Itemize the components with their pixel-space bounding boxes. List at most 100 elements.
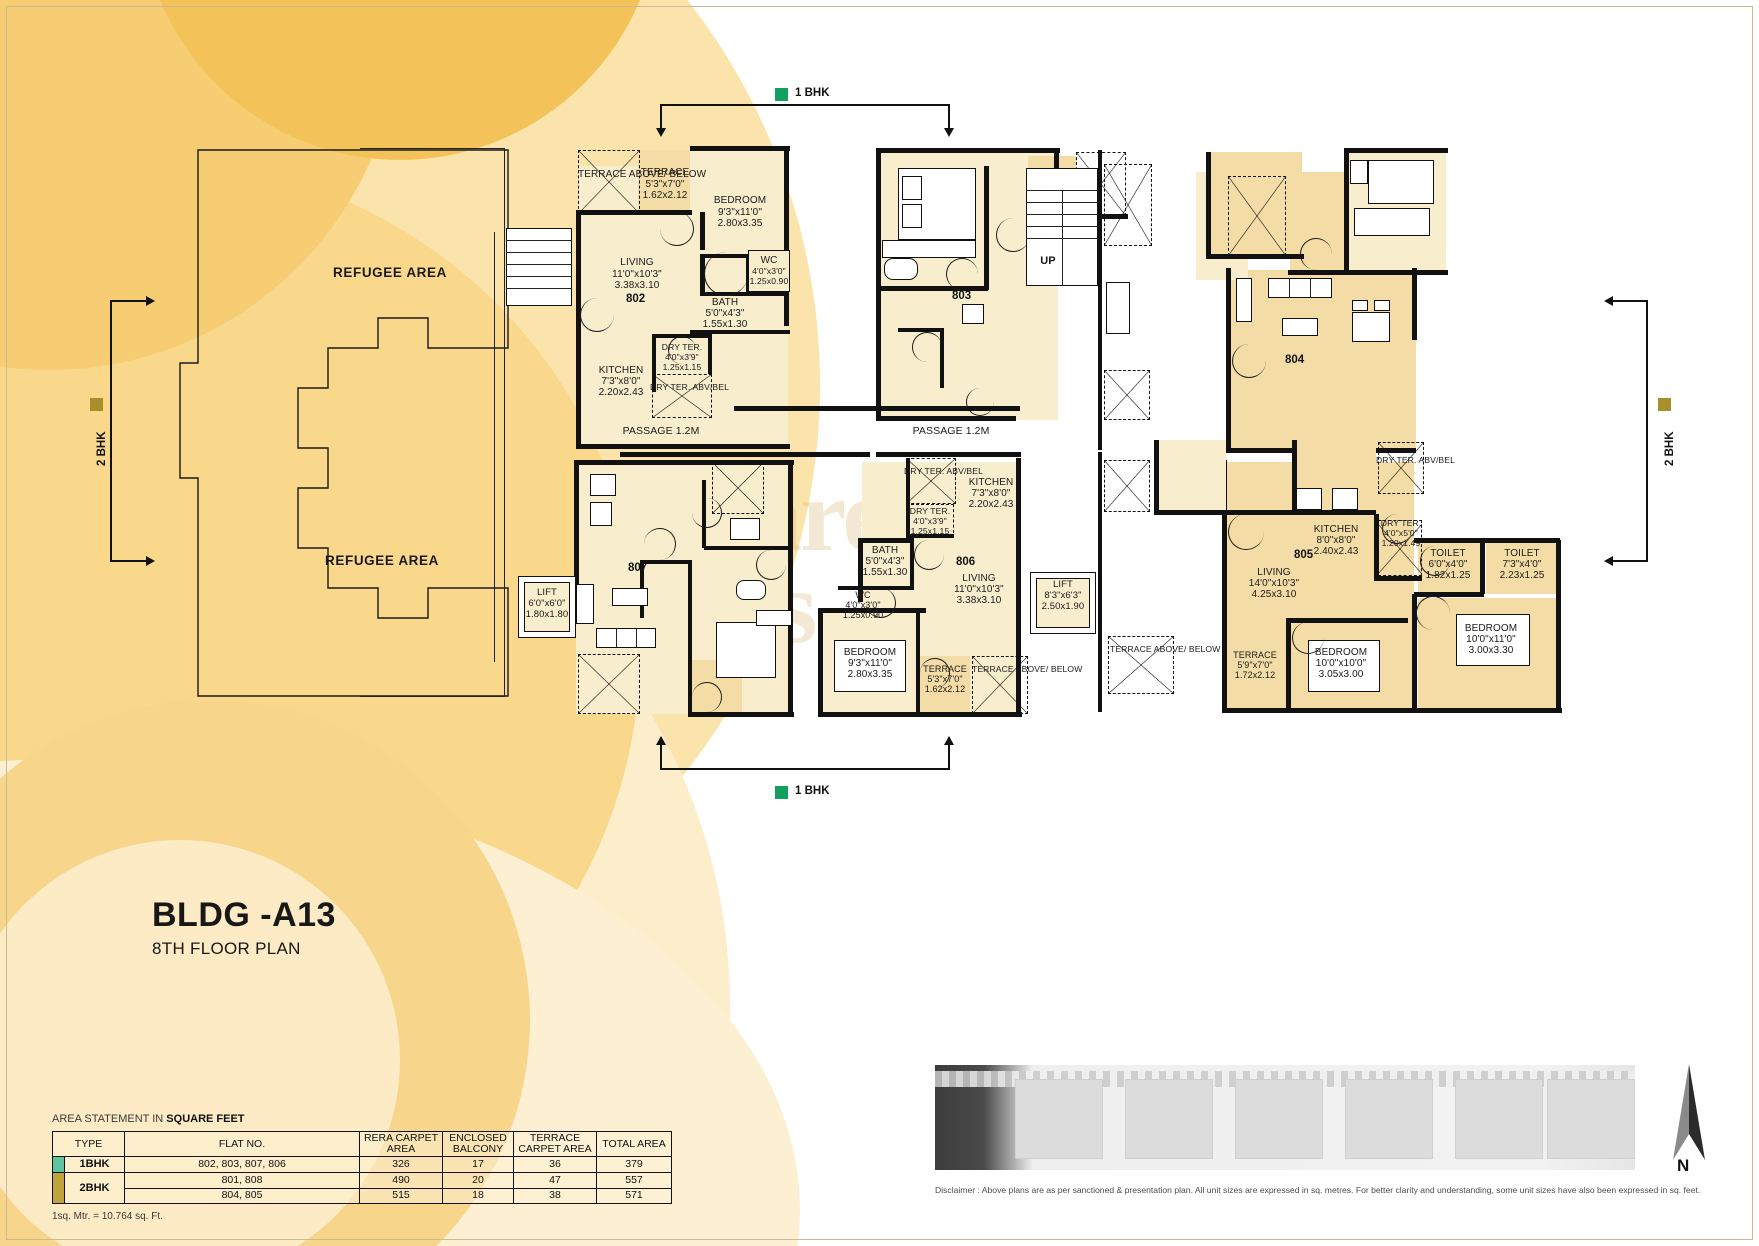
row-balcony-1bhk: 17 (442, 1156, 514, 1173)
unit-804-kitchen-wall-bottom (1154, 510, 1228, 515)
unit-802-terrace-above-below-hatch (578, 150, 640, 214)
unit-806-wall-bath-h (858, 538, 914, 543)
unit-805-door-1 (1228, 514, 1264, 550)
left-stair-tread-4 (506, 276, 572, 277)
table-header-row: TYPE FLAT NO. RERA CARPET AREA ENCLOSED … (52, 1131, 672, 1157)
unit-805-dryter-name: DRY TER. (1380, 518, 1422, 528)
unit-804-wall-lb-right (1206, 152, 1211, 256)
lift-2-dimft: 8'3"x6'3" (1044, 590, 1082, 601)
unit-803-wardrobe (882, 240, 976, 258)
unit-805-terrace (1224, 638, 1288, 712)
col-total-area: TOTAL AREA (596, 1131, 672, 1157)
unit-802-door-terrace (660, 212, 694, 246)
passage-wall-bot-left (620, 452, 870, 457)
unit-804-number: 804 (1285, 354, 1305, 366)
unit-804-sofa-div-1 (1289, 278, 1290, 298)
row-flats-1bhk: 802, 803, 807, 806 (124, 1156, 360, 1173)
unit-805-toilet2-name: TOILET (1504, 548, 1540, 559)
unit-802-room-dryter-name: DRY TER. (661, 342, 703, 352)
unit-805-bed-fixture-2 (1308, 640, 1380, 692)
unit-803-wall-mid-v (984, 166, 989, 290)
col-type: TYPE (52, 1131, 125, 1157)
lift-2-dimm: 2.50x1.90 (1041, 601, 1085, 612)
unit-805-kitchen-name: KITCHEN (1313, 524, 1359, 535)
unit-807-door-4 (692, 682, 722, 712)
unit-802-bedroom-area (690, 148, 788, 328)
unit-806-door-2 (866, 588, 896, 618)
unit-805-terrace-abvbel-hatch (1108, 636, 1174, 694)
left-stair-tread-5 (506, 288, 572, 289)
tag-arrowhead-left-bottom (146, 556, 155, 566)
unit-807-wall-right (788, 460, 793, 716)
row-terrace-2bhk-b: 38 (513, 1187, 597, 1204)
unit-804-side-table (1350, 160, 1368, 184)
area-statement-heading: AREA STATEMENT IN SQUARE FEET (52, 1113, 672, 1125)
table-row: 804, 805 515 18 38 571 (53, 1187, 672, 1204)
unit-805-door-4 (1416, 596, 1450, 630)
unit-802-wall-interior-2 (700, 254, 705, 296)
site-plan-strip (935, 1065, 1635, 1170)
tag-arrowhead-bottom-left (656, 736, 666, 745)
tag-bracket-right (1646, 300, 1648, 562)
row-rera-2bhk-b: 515 (359, 1187, 443, 1204)
unit-802-terrace-fill (638, 150, 690, 214)
unit-802-wall-left (576, 212, 581, 448)
col-flat-no: FLAT NO. (124, 1131, 360, 1157)
legend-label-bottom-1bhk: 1 BHK (795, 785, 830, 797)
unit-804-wall-right (1412, 268, 1417, 340)
unit-807-wall-top (574, 460, 794, 465)
unit-802-room-dryter-dimft: 4'0"x3'9" (665, 352, 699, 362)
unit-805-bedroom1-name: BEDROOM (1464, 623, 1518, 634)
unit-806-living-name: LIVING (962, 573, 996, 584)
tag-arrow-right-top (1608, 300, 1648, 302)
unit-802-room-kitchen-name: KITCHEN (598, 365, 644, 376)
unit-804-hatch-mid (1228, 176, 1286, 256)
unit-805-bedroom1-dimm: 3.00x3.30 (1468, 645, 1514, 656)
unit-806-wc-dimft: 4'0"x3'0" (845, 600, 881, 610)
tag-arrowhead-right-top (1604, 296, 1613, 306)
unit-807-number: 807 (628, 562, 648, 574)
unit-805-living-dimft: 14'0"x10'3" (1248, 578, 1300, 589)
tag-arrow-bottom-left (660, 742, 662, 770)
unit-802-room-terrace-abv-bel: TERRACE ABOVE/ BELOW (578, 169, 706, 180)
col-enclosed-balcony: ENCLOSED BALCONY (442, 1131, 514, 1157)
unit-803-wall-bottom (876, 416, 1016, 421)
unit-802-wall-interior-6 (690, 330, 790, 334)
row-flats-2bhk-b: 804, 805 (124, 1187, 360, 1204)
unit-806-bath-dimft: 5'0"x4'3" (865, 556, 905, 567)
unit-805-wall-toilet-mid (1480, 538, 1485, 594)
unit-807-wall-int-4 (704, 546, 792, 550)
unit-807-wall-int-2 (640, 560, 692, 564)
unit-805-wall-toilet-bottom (1414, 592, 1484, 597)
unit-805-toilet1-dimm: 1.82x1.25 (1425, 570, 1471, 581)
unit-804-sofa (1268, 278, 1332, 298)
unit-806-bedroom-dimft: 9'3"x11'0" (848, 658, 892, 669)
lift-1-inner (524, 582, 570, 632)
unit-807-stove (590, 474, 616, 496)
tag-bracket-left (110, 300, 112, 562)
tag-arrowhead-left-top (146, 296, 155, 306)
refugee-area-outline (178, 148, 523, 698)
row-total-1bhk: 379 (596, 1156, 672, 1173)
unit-805-toilet-2 (1486, 542, 1558, 594)
unit-806-dryter-abvbel-name: DRY TER. ABV/BEL (904, 466, 983, 476)
left-stair-tread-1 (506, 240, 572, 241)
unit-803-wall-mid-h (878, 286, 988, 291)
unit-805-wall-toilet-top (1414, 538, 1560, 543)
unit-803-door-3 (912, 332, 942, 362)
unit-802-room-bath-name: BATH (711, 297, 739, 308)
unit-803-pillow-1 (902, 176, 922, 200)
site-block (1125, 1079, 1213, 1159)
unit-803-door-2 (946, 258, 978, 290)
unit-805-door-5 (1292, 622, 1324, 654)
unit-802-dryter-abv-bel-hatch (652, 374, 712, 418)
unit-806-bed-fixture (834, 640, 906, 692)
refugee-connector-line-top (360, 148, 505, 150)
unit-802-room-wc-dimm: 1.25x0.90 (749, 276, 789, 286)
passage-label-right: PASSAGE 1.2M (912, 425, 990, 437)
unit-802-wall-interior-7 (652, 336, 656, 392)
unit-802-wall-interior-1 (700, 212, 705, 250)
col-rera-carpet-area: RERA CARPET AREA (359, 1131, 443, 1157)
core-lift-machine (1106, 282, 1130, 334)
unit-805-bedroom2-dimm: 3.05x3.00 (1318, 669, 1364, 680)
